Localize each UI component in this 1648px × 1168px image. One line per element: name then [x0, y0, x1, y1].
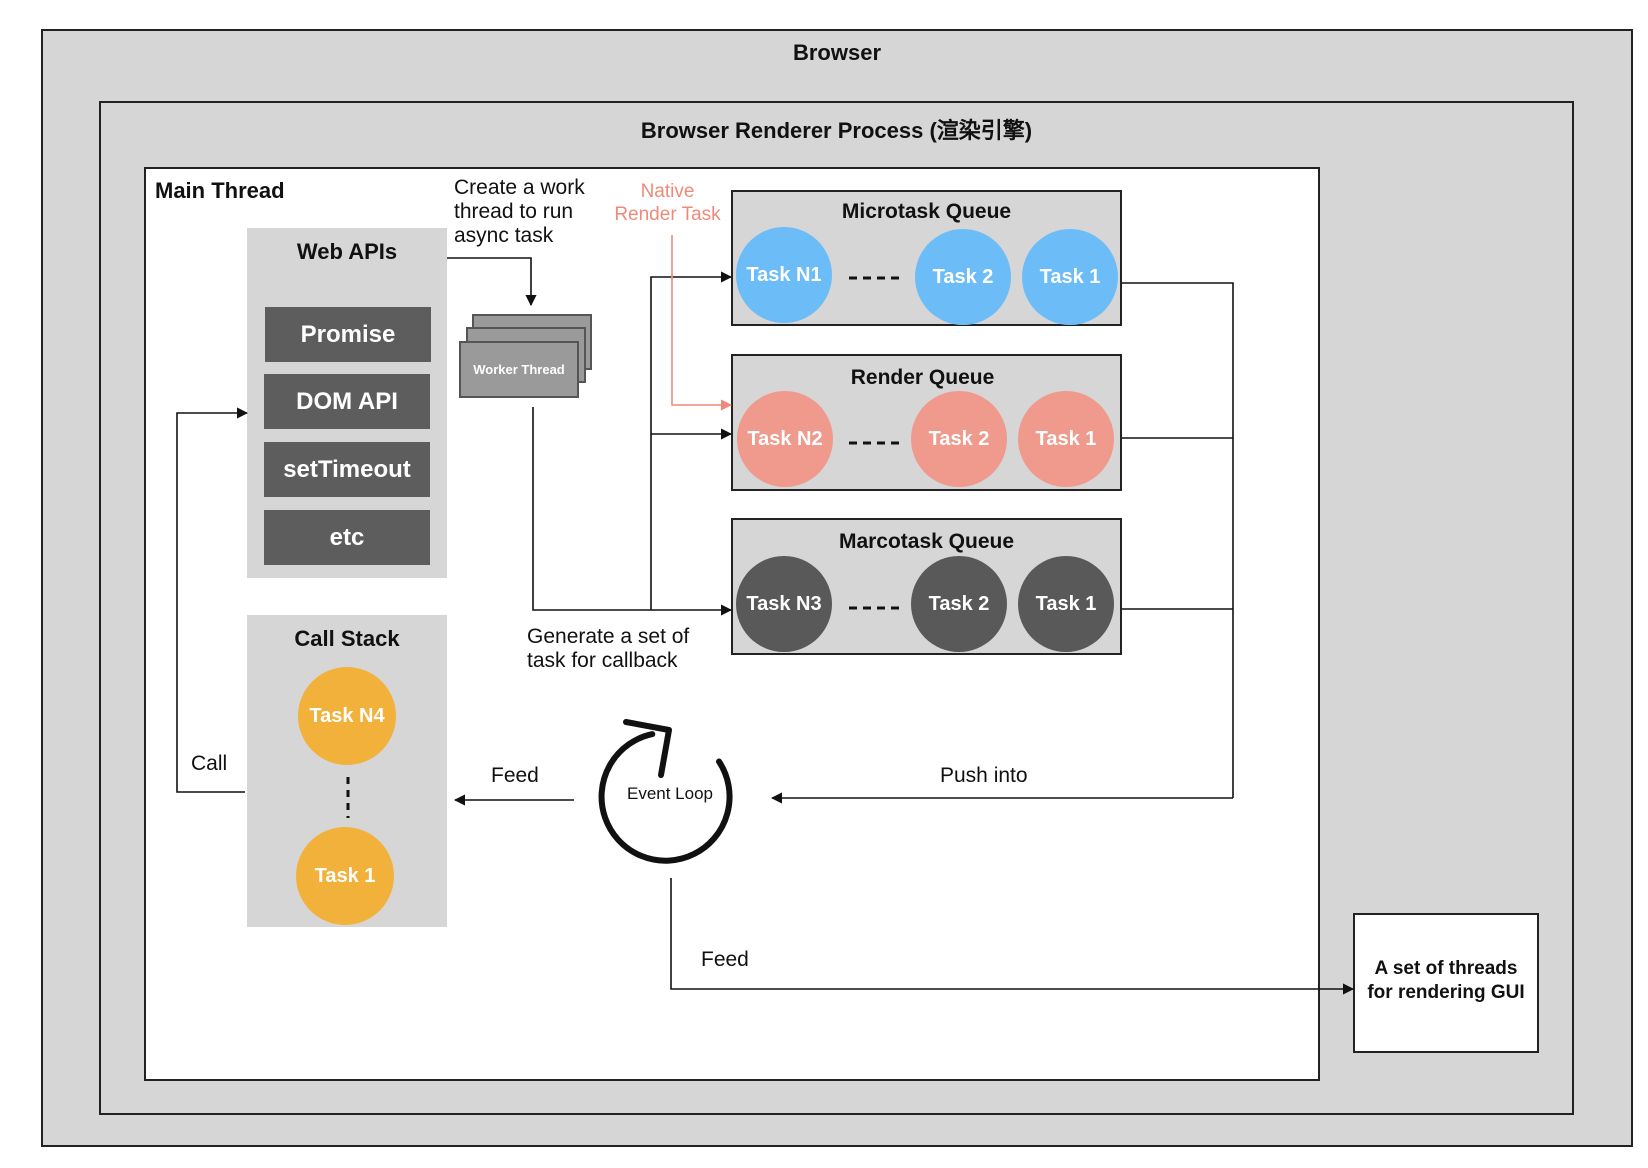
native-render-arrow: [671, 235, 733, 411]
native-render-task-label: Native Render Task: [600, 180, 735, 226]
push-into-label: Push into: [940, 764, 1028, 787]
web-api-dom-api: DOM API: [264, 374, 430, 429]
main-thread-title: Main Thread: [155, 178, 285, 203]
render-task-2: Task 2: [911, 391, 1007, 487]
macrotask-task-2: Task 2: [911, 556, 1007, 652]
call-stack-title: Call Stack: [294, 626, 400, 651]
native-render-task-line: Native: [640, 181, 695, 202]
microtask-task-1: Task 1: [1022, 229, 1118, 325]
macrotask-task-1: Task 1: [1018, 556, 1114, 652]
feed-label-bottom: Feed: [701, 948, 749, 971]
callback-to-microtask-arrow: [650, 271, 733, 610]
feed-bottom-arrow: [670, 878, 1355, 995]
render-queue-title: Render Queue: [850, 366, 995, 389]
create-worker-label-line: Create a work: [454, 176, 585, 199]
render-task-n2: Task N2: [737, 391, 833, 487]
generate-callback-label-line: task for callback: [527, 649, 678, 672]
web-api-etc: etc: [264, 510, 430, 565]
event-loop-label: Event Loop: [626, 784, 713, 803]
microtask-task-n1: Task N1: [736, 227, 832, 323]
worker-thread-box: Worker Thread: [459, 341, 579, 398]
web-api-promise: Promise: [265, 307, 431, 362]
gui-threads-label: A set of threads for rendering GUI: [1353, 957, 1539, 1005]
call-stack-task-n4: Task N4: [298, 667, 396, 765]
web-apis-title: Web APIs: [296, 239, 398, 264]
feed-label-left: Feed: [491, 764, 539, 787]
event-loop-icon: [598, 719, 733, 864]
create-worker-label: Create a work thread to run async task: [454, 176, 585, 248]
web-api-settimeout: setTimeout: [264, 442, 430, 497]
worker-to-callback-line: [532, 407, 733, 616]
render-task-1: Task 1: [1018, 391, 1114, 487]
create-worker-arrow: [447, 257, 537, 307]
macrotask-task-n3: Task N3: [736, 556, 832, 652]
microtask-output-line: [1122, 282, 1234, 798]
gui-threads-label-line: for rendering GUI: [1367, 982, 1525, 1003]
gui-threads-box: [1353, 913, 1539, 1053]
native-render-task-line: Render Task: [614, 204, 721, 225]
browser-title: Browser: [792, 40, 882, 65]
create-worker-label-line: thread to run: [454, 200, 574, 223]
gui-threads-label-line: A set of threads: [1374, 958, 1518, 979]
renderer-process-title: Browser Renderer Process (渲染引擎): [640, 118, 1033, 143]
create-worker-label-line: async task: [454, 224, 554, 247]
call-stack-task-1: Task 1: [296, 827, 394, 925]
generate-callback-label: Generate a set of task for callback: [527, 625, 689, 673]
macrotask-queue-title: Marcotask Queue: [838, 530, 1015, 553]
generate-callback-label-line: Generate a set of: [527, 625, 690, 648]
call-label: Call: [191, 752, 228, 775]
microtask-queue-title: Microtask Queue: [841, 200, 1012, 223]
call-arrow: [176, 407, 249, 793]
microtask-task-2: Task 2: [915, 229, 1011, 325]
